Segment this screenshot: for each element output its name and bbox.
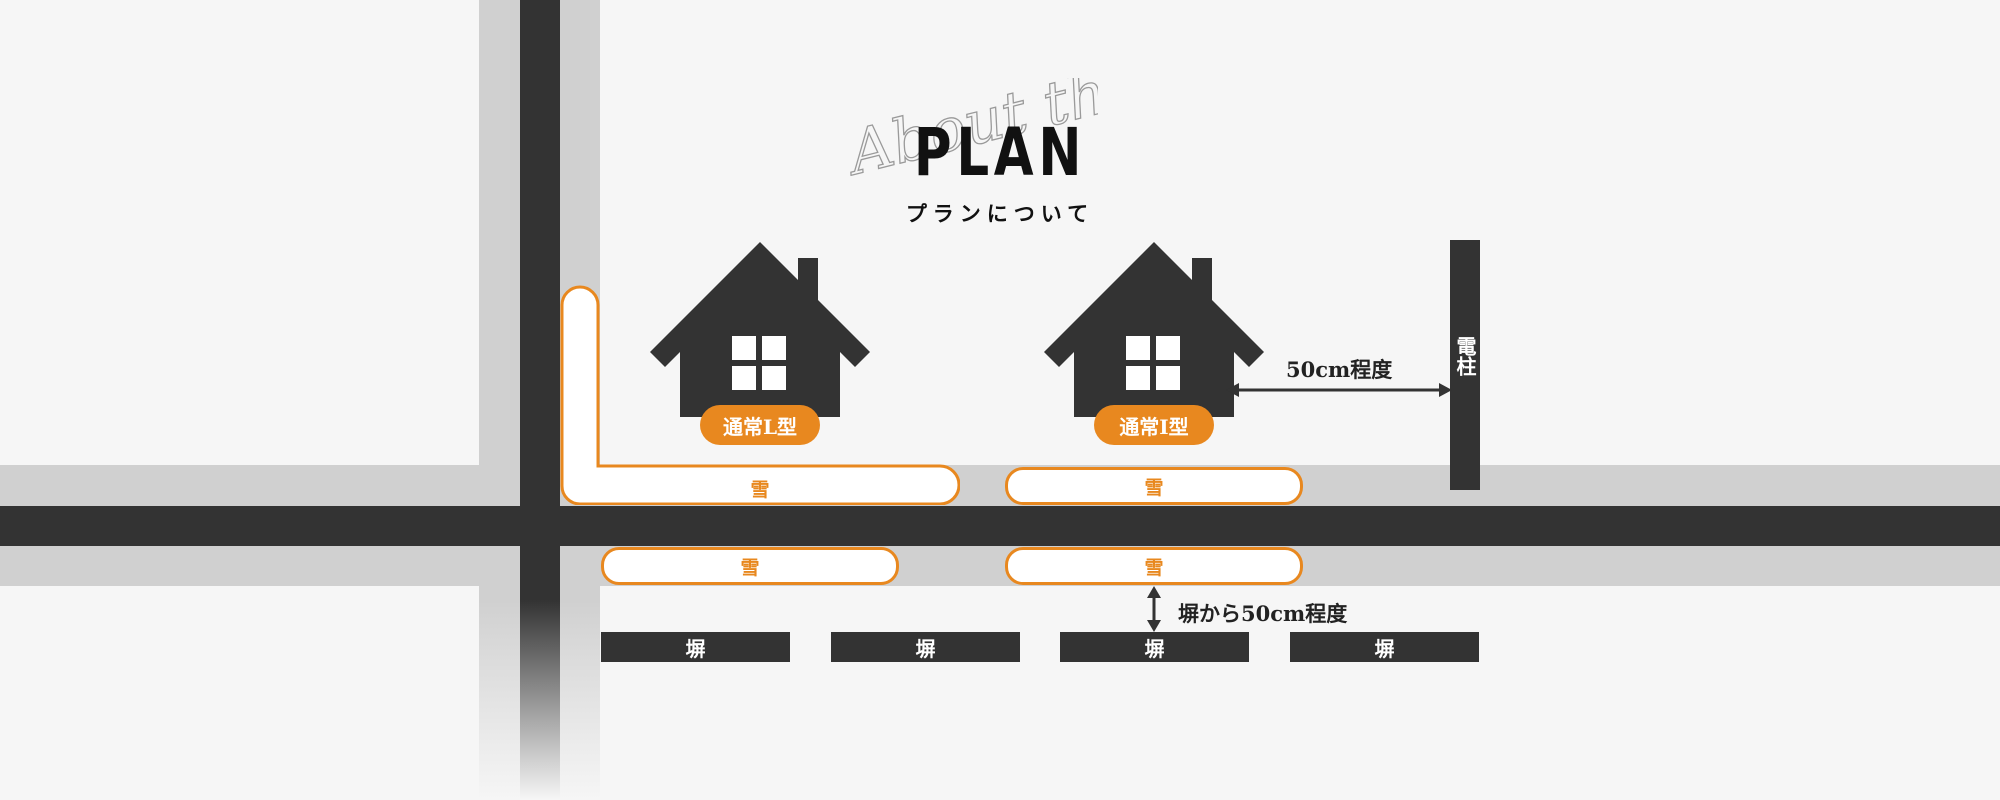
double-arrow-icon bbox=[1226, 383, 1452, 397]
house-badge-i: 通常I型 bbox=[1094, 405, 1214, 445]
snow-label: 雪 bbox=[750, 478, 770, 501]
snow-fence-l-shape bbox=[560, 285, 960, 505]
utility-pole: 電柱 bbox=[1450, 240, 1480, 490]
snow-fence: 雪 bbox=[601, 547, 899, 585]
double-arrow-icon bbox=[1147, 586, 1161, 632]
house-badge-l: 通常L型 bbox=[700, 405, 820, 445]
plan-title: PLAN bbox=[913, 114, 1087, 191]
wall-block: 塀 bbox=[601, 632, 790, 662]
wall-distance-label: 塀から50cm程度 bbox=[1178, 601, 1348, 626]
about-the-script: About the bbox=[838, 78, 1098, 188]
wall-block: 塀 bbox=[831, 632, 1020, 662]
wall-block: 塀 bbox=[1290, 632, 1479, 662]
snow-fence: 雪 bbox=[1005, 547, 1303, 585]
wall-block: 塀 bbox=[1060, 632, 1249, 662]
road-horizontal bbox=[0, 506, 2000, 546]
house-icon bbox=[650, 242, 870, 417]
house-icon bbox=[1044, 242, 1264, 417]
plan-subtitle: プランについて bbox=[905, 201, 1095, 226]
road-fade bbox=[470, 600, 610, 800]
pole-distance-label: 50cm程度 bbox=[1286, 357, 1393, 382]
utility-pole-label: 電柱 bbox=[1453, 336, 1477, 376]
snow-fence: 雪 bbox=[1005, 467, 1303, 505]
